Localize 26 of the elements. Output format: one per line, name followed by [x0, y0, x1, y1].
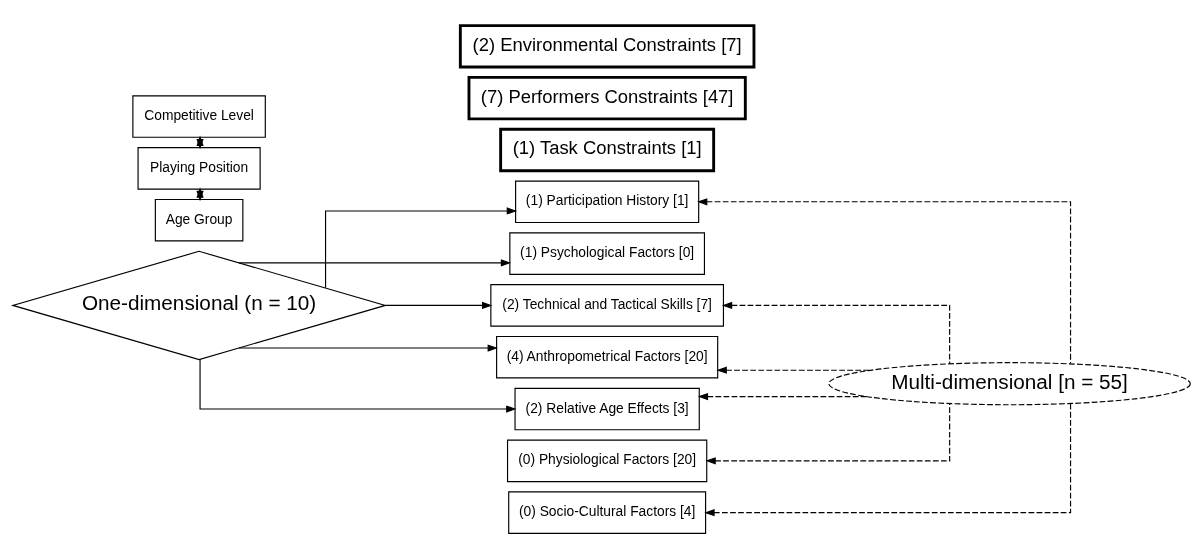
node-box: (1) Psychological Factors [0] [509, 231, 706, 275]
arrow [696, 197, 1072, 364]
node-box: Playing Position [137, 146, 261, 190]
node-diamond: One-dimensional (n = 10) [10, 250, 388, 360]
arrow [705, 402, 951, 464]
arrow [325, 206, 518, 288]
node-box: (0) Socio-Cultural Factors [4] [508, 490, 707, 534]
arrow [721, 301, 951, 364]
arrow [716, 366, 871, 374]
node-box: (7) Performers Constraints [47] [467, 75, 747, 120]
node-box: (1) Task Constraints [1] [499, 127, 716, 172]
arrow [238, 258, 512, 266]
node-box: (2) Relative Age Effects [3] [514, 387, 700, 430]
arrow [238, 343, 498, 352]
node-ellipse: Multi-dimensional [n = 55] [828, 361, 1191, 405]
node-box: Competitive Level [132, 94, 266, 138]
node-box: Age Group [154, 198, 244, 241]
node-box: (0) Physiological Factors [20] [506, 439, 708, 482]
arrow [384, 301, 493, 309]
arrow [199, 358, 517, 413]
node-box: (4) Anthropometrical Factors [20] [496, 335, 719, 379]
node-box: (2) Environmental Constraints [7] [458, 23, 756, 68]
arrow [697, 392, 867, 400]
arrow [704, 402, 1072, 516]
node-box: (1) Participation History [1] [515, 179, 700, 223]
node-box: (2) Technical and Tactical Skills [7] [490, 283, 724, 327]
